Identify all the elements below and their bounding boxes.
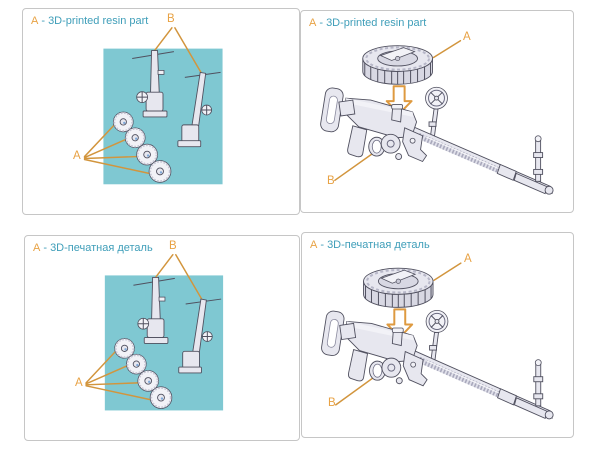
callout-b: B — [327, 175, 335, 187]
callout-a: A — [75, 377, 83, 389]
pan-magazine-disc — [124, 127, 146, 149]
label-text: - 3D-печатная деталь — [43, 242, 153, 254]
label-letter: A — [309, 17, 317, 29]
label-text: - 3D-printed resin part — [319, 17, 427, 29]
pan-magazine-disc — [114, 338, 135, 359]
machine-gun-art — [320, 86, 554, 195]
panel-assembly-en: A- 3D-printed resin part A B — [300, 10, 574, 213]
pan-magazine-disc — [137, 370, 159, 392]
panel-assembly-ru: А- 3D-печатная деталь A B — [301, 232, 574, 438]
callout-line-a — [432, 39, 462, 59]
callout-line-b — [334, 149, 378, 182]
callout-line-a — [433, 262, 462, 281]
callout-line-b — [152, 27, 204, 77]
parts-scene-art — [83, 27, 223, 185]
label-letter: A — [31, 15, 39, 27]
label-letter: А — [33, 242, 41, 254]
callout-a: A — [463, 31, 471, 43]
pan-magazine-disc — [149, 386, 173, 409]
pan-magazine-disc — [112, 111, 134, 133]
callout-line-b — [153, 253, 205, 303]
printed-gun-vertical-2 — [178, 298, 222, 374]
panel-label: А- 3D-печатная деталь — [310, 239, 430, 251]
callout-b: B — [169, 240, 177, 252]
pan-magazine-disc — [126, 353, 147, 375]
label-letter: А — [310, 239, 318, 251]
callout-line-a — [85, 350, 151, 401]
callout-a: A — [464, 253, 472, 265]
callout-line-b — [335, 373, 379, 406]
assembly-scene-art — [321, 262, 554, 420]
panel-parts-en: A- 3D-printed resin part B A — [22, 8, 300, 215]
machine-gun-art — [321, 309, 554, 420]
callout-a: A — [73, 150, 81, 162]
callout-b: B — [328, 397, 336, 409]
parts-scene-art — [85, 253, 224, 411]
panel-label: А- 3D-печатная деталь — [33, 242, 153, 254]
callout-line-a — [83, 124, 150, 175]
panel-label: A- 3D-printed resin part — [309, 17, 426, 29]
panel-parts-ru: А- 3D-печатная деталь B A — [24, 235, 300, 441]
assembly-scene-art — [320, 39, 554, 195]
label-text: - 3D-печатная деталь — [320, 239, 430, 251]
pan-magazine-disc — [136, 143, 158, 166]
printed-gun-vertical-2 — [177, 71, 221, 148]
printed-gun-vertical-1 — [133, 276, 175, 344]
printed-gun-vertical-1 — [132, 50, 174, 118]
drum-magazine-art — [363, 267, 434, 308]
callout-b: B — [167, 13, 175, 25]
pan-magazine-disc — [148, 160, 172, 183]
panel-label: A- 3D-printed resin part — [31, 15, 148, 27]
drum-magazine-art — [362, 45, 433, 85]
label-text: - 3D-printed resin part — [41, 15, 149, 27]
